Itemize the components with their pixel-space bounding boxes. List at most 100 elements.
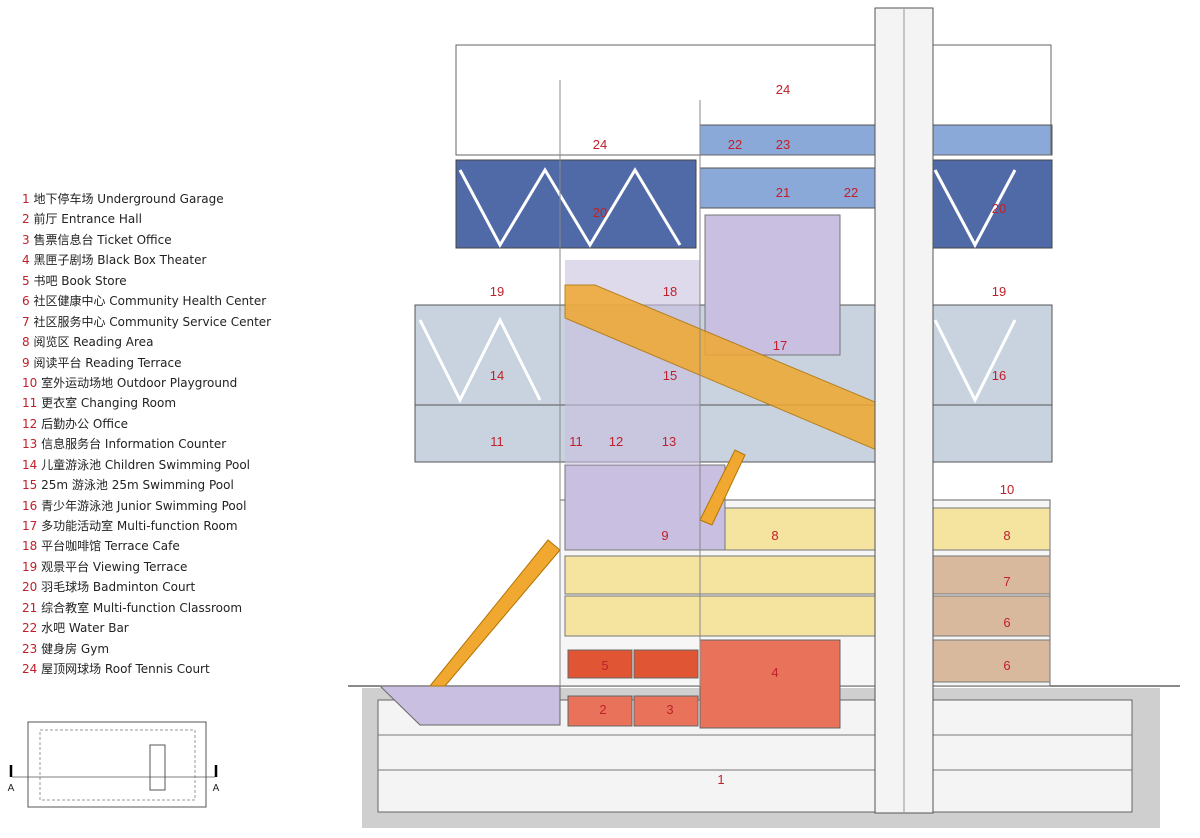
room-label-8b: 8 (1003, 528, 1010, 543)
legend-number: 7 (22, 314, 30, 329)
legend-text: 综合教室 Multi-function Classroom (41, 600, 243, 615)
room-label-23: 23 (776, 137, 790, 152)
legend-item: 1 地下停车场 Underground Garage (22, 189, 271, 209)
legend-text: 信息服务台 Information Counter (41, 437, 227, 452)
legend-number: 1 (22, 192, 30, 206)
legend-number: 11 (22, 396, 38, 411)
room-label-11a: 11 (490, 434, 504, 449)
legend-item: 9 阅读平台 Reading Terrace (22, 353, 271, 373)
legend-item: 15 25m 游泳池 25m Swimming Pool (22, 475, 271, 495)
legend-text: 前厅 Entrance Hall (33, 212, 142, 227)
legend-text: 阅读平台 Reading Terrace (33, 355, 182, 370)
legend-number: 23 (22, 641, 38, 656)
room-label-17: 17 (773, 338, 787, 353)
legend-number: 10 (22, 375, 38, 390)
legend-item: 10 室外运动场地 Outdoor Playground (22, 373, 271, 393)
legend-text: 健身房 Gym (41, 641, 110, 656)
legend-number: 16 (22, 498, 38, 513)
legend-text: 平台咖啡馆 Terrace Cafe (41, 539, 180, 554)
room-label-5: 5 (601, 658, 608, 673)
legend-item: 2 前厅 Entrance Hall (22, 209, 271, 229)
legend-number: 20 (22, 580, 38, 595)
legend-item: 11 更衣室 Changing Room (22, 393, 271, 413)
room-label-13: 13 (662, 434, 676, 449)
legend-item: 4 黑匣子剧场 Black Box Theater (22, 250, 271, 270)
legend-text: 室外运动场地 Outdoor Playground (41, 375, 238, 390)
legend-item: 17 多功能活动室 Multi-function Room (22, 516, 271, 536)
room-label-12: 12 (609, 434, 623, 449)
room-label-2: 2 (599, 702, 606, 717)
legend-text: 25m 游泳池 25m Swimming Pool (41, 478, 234, 493)
legend-text: 书吧 Book Store (33, 273, 127, 288)
legend-text: 羽毛球场 Badminton Court (41, 580, 196, 595)
legend-text: 社区服务中心 Community Service Center (33, 314, 272, 329)
legend-number: 13 (22, 437, 38, 452)
legend-number: 12 (22, 416, 38, 431)
legend-text: 社区健康中心 Community Health Center (33, 294, 267, 309)
legend-item: 8 阅览区 Reading Area (22, 332, 271, 352)
room-label-3: 3 (666, 702, 673, 717)
legend-text: 地下停车场 Underground Garage (33, 192, 224, 206)
legend-number: 6 (22, 294, 30, 309)
legend-text: 阅览区 Reading Area (33, 335, 154, 350)
legend-number: 15 (22, 478, 38, 493)
building-structure (378, 7, 1053, 814)
room-label-22b: 22 (844, 185, 858, 200)
legend-text: 水吧 Water Bar (41, 621, 129, 636)
legend-number: 18 (22, 539, 38, 554)
legend-text: 多功能活动室 Multi-function Room (41, 519, 238, 533)
legend-text: 售票信息台 Ticket Office (33, 232, 172, 247)
legend-text: 观景平台 Viewing Terrace (41, 559, 188, 574)
legend-number: 5 (22, 273, 30, 288)
room-label-19b: 19 (992, 284, 1006, 299)
legend-text: 青少年游泳池 Junior Swimming Pool (41, 498, 247, 513)
legend-text: 更衣室 Changing Room (41, 396, 177, 411)
legend-item: 6 社区健康中心 Community Health Center (22, 291, 271, 311)
legend-number: 9 (22, 355, 30, 370)
cut-label-right: A (213, 783, 220, 794)
room-label-20a: 20 (593, 205, 607, 220)
room-label-1: 1 (717, 772, 724, 787)
legend-text: 黑匣子剧场 Black Box Theater (33, 253, 207, 268)
room-labels: 1 2 3 4 5 6 6 7 8 8 9 10 11 11 12 13 14 … (490, 82, 1014, 787)
room-label-19a: 19 (490, 284, 504, 299)
legend-text: 屋顶网球场 Roof Tennis Court (41, 662, 210, 677)
legend-number: 24 (22, 662, 38, 677)
room-label-16: 16 (992, 368, 1006, 383)
legend-number: 3 (22, 232, 30, 247)
room-label-18: 18 (663, 284, 677, 299)
legend-item: 14 儿童游泳池 Children Swimming Pool (22, 455, 271, 475)
legend-text: 儿童游泳池 Children Swimming Pool (41, 457, 251, 472)
legend-item: 21 综合教室 Multi-function Classroom (22, 598, 271, 618)
legend-item: 23 健身房 Gym (22, 639, 271, 659)
legend-text: 后勤办公 Office (41, 416, 128, 431)
room-label-15: 15 (663, 368, 677, 383)
key-plan: A A (8, 721, 220, 808)
room-label-6b: 6 (1003, 658, 1010, 673)
legend-item: 20 羽毛球场 Badminton Court (22, 577, 271, 597)
legend-number: 21 (22, 600, 38, 615)
legend-item: 12 后勤办公 Office (22, 414, 271, 434)
legend-number: 14 (22, 457, 38, 472)
legend-item: 16 青少年游泳池 Junior Swimming Pool (22, 496, 271, 516)
legend-item: 22 水吧 Water Bar (22, 618, 271, 638)
legend-item: 7 社区服务中心 Community Service Center (22, 312, 271, 332)
room-label-14: 14 (490, 368, 504, 383)
room-label-22a: 22 (728, 137, 742, 152)
cut-label-left: A (8, 783, 15, 794)
room-label-10: 10 (1000, 482, 1014, 497)
room-label-8a: 8 (771, 528, 778, 543)
room-label-7: 7 (1003, 574, 1010, 589)
room-label-24a: 24 (593, 137, 607, 152)
legend-item: 13 信息服务台 Information Counter (22, 434, 271, 454)
legend-item: 19 观景平台 Viewing Terrace (22, 557, 271, 577)
room-label-24b: 24 (776, 82, 790, 97)
room-label-9: 9 (661, 528, 668, 543)
legend-number: 2 (22, 212, 30, 227)
legend-number: 8 (22, 335, 30, 350)
legend-number: 19 (22, 559, 38, 574)
legend-item: 24 屋顶网球场 Roof Tennis Court (22, 659, 271, 679)
legend-number: 17 (22, 519, 38, 533)
